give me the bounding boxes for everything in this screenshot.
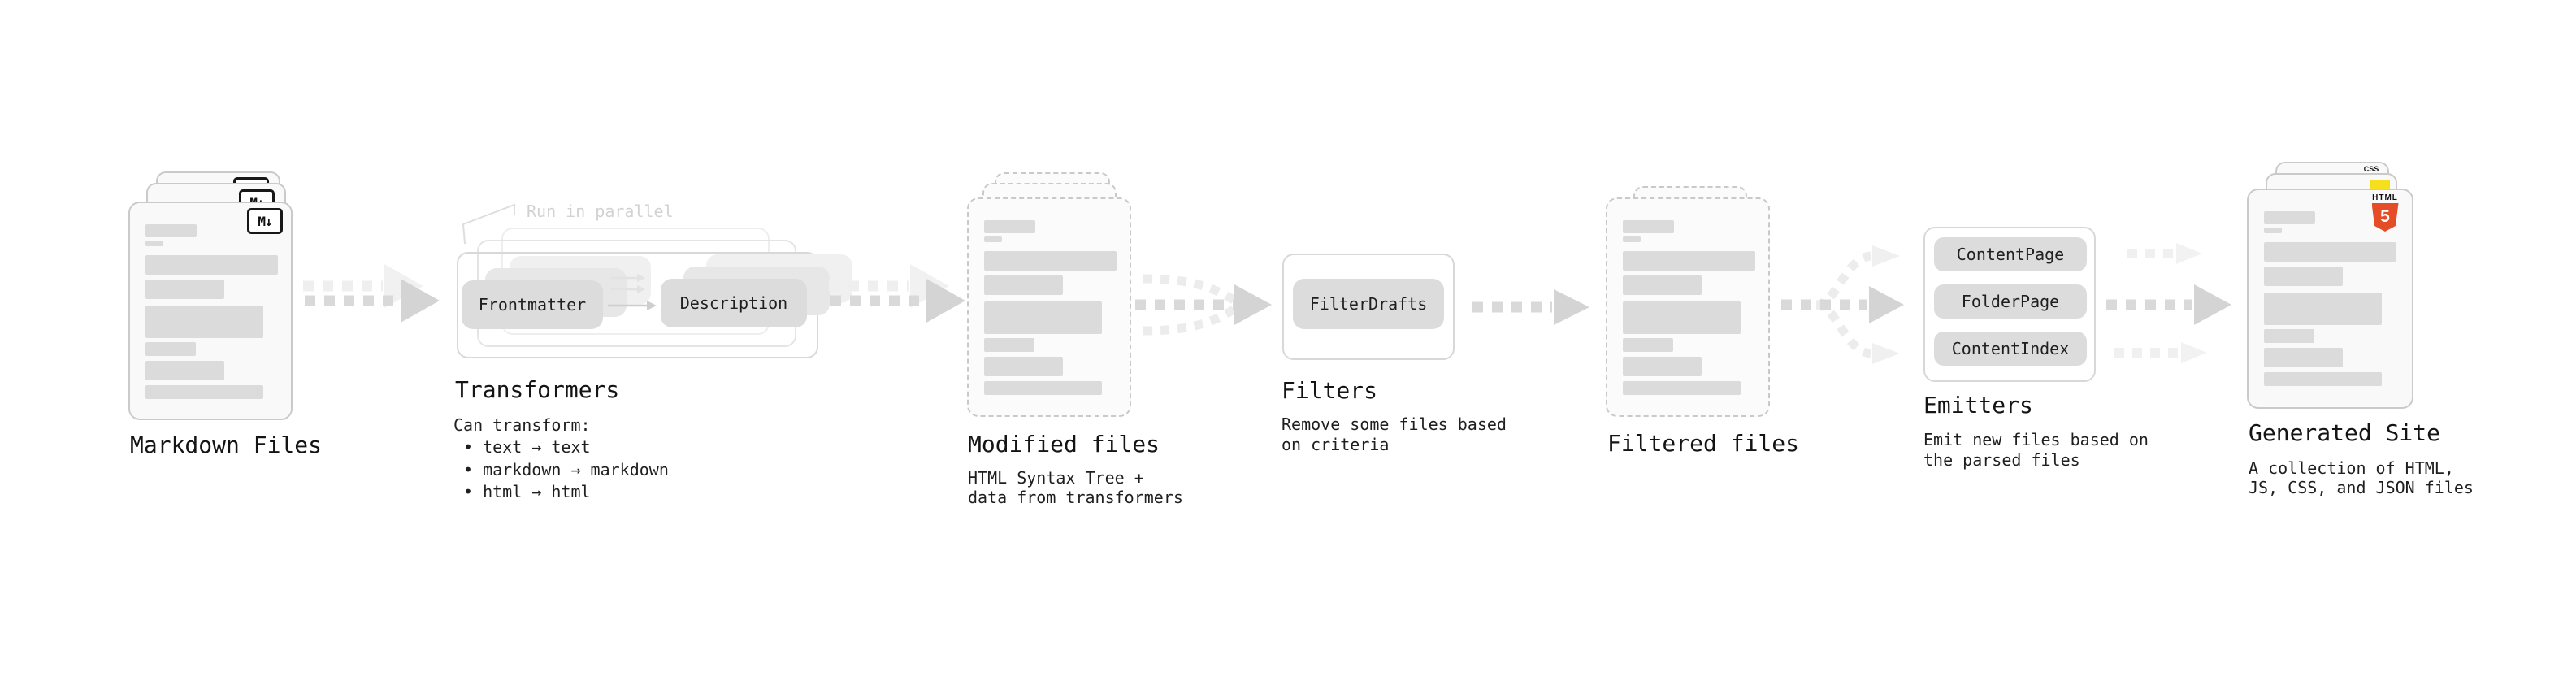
parallel-arrows-icon	[608, 274, 657, 310]
text-line-placeholder	[984, 236, 1002, 242]
filters-title: Filters	[1281, 377, 1378, 404]
folderpage-emitter-button: FolderPage	[1934, 284, 2087, 319]
text-line-placeholder	[1623, 251, 1755, 271]
filters-desc: Remove some files based	[1281, 414, 1507, 434]
transformers-title: Transformers	[455, 376, 620, 403]
html-file-card: HTML 5	[2247, 189, 2413, 409]
text-line-placeholder	[1623, 236, 1641, 242]
text-line-placeholder	[1623, 357, 1702, 376]
text-line-placeholder	[2264, 228, 2282, 233]
emitters-title: Emitters	[1923, 392, 2033, 419]
markdown-files-title: Markdown Files	[130, 432, 323, 458]
emitters-desc: the parsed files	[1923, 450, 2080, 470]
modified-files-desc: data from transformers	[968, 488, 1183, 507]
arrow-markdown-to-transformers	[303, 264, 440, 323]
generated-site-desc: A collection of HTML,	[2249, 458, 2454, 478]
text-line-placeholder	[145, 241, 163, 246]
emitters-desc: Emit new files based on	[1923, 430, 2149, 449]
text-line-placeholder	[2264, 242, 2396, 262]
text-line-placeholder	[1623, 338, 1673, 352]
modified-file-card-front	[967, 197, 1131, 417]
html5-icon: HTML 5	[2366, 193, 2404, 232]
frontmatter-transformer-button: Frontmatter	[462, 280, 603, 329]
arrows-emitters-to-generated	[2106, 243, 2231, 363]
arrow-transformers-to-modified	[829, 264, 965, 323]
text-line-placeholder	[984, 381, 1102, 395]
filterdrafts-filter-button: FilterDrafts	[1293, 279, 1444, 329]
text-line-placeholder	[2264, 348, 2343, 367]
text-line-placeholder	[2264, 293, 2382, 325]
modified-files-title: Modified files	[968, 431, 1160, 458]
arrow-filters-to-filtered	[1472, 289, 1589, 325]
transformers-bullet: • markdown → markdown	[463, 460, 669, 479]
transformers-bullet: • text → text	[463, 437, 591, 457]
text-line-placeholder	[145, 280, 224, 299]
text-line-placeholder	[145, 342, 196, 356]
text-line-placeholder	[984, 275, 1063, 295]
text-line-placeholder	[2264, 329, 2314, 343]
text-line-placeholder	[2264, 211, 2315, 224]
text-line-placeholder	[145, 224, 197, 237]
emitters-container	[1923, 227, 2096, 382]
text-line-placeholder	[984, 220, 1035, 233]
generated-site-title: Generated Site	[2249, 419, 2441, 446]
description-transformer-button: Description	[661, 279, 807, 327]
text-line-placeholder	[984, 301, 1102, 334]
modified-files-desc: HTML Syntax Tree +	[968, 468, 1144, 488]
text-line-placeholder	[145, 255, 278, 275]
run-in-parallel-callout-line	[462, 203, 515, 245]
transformers-desc-heading: Can transform:	[453, 415, 591, 435]
text-line-placeholder	[1623, 220, 1674, 233]
filters-desc: on criteria	[1281, 435, 1390, 454]
transformers-bullet: • html → html	[463, 482, 591, 501]
text-line-placeholder	[2264, 267, 2343, 286]
text-line-placeholder	[984, 357, 1063, 376]
arrow-fan-out-filtered-to-emitters	[1781, 245, 1904, 364]
filtered-files-title: Filtered files	[1607, 430, 1800, 457]
text-line-placeholder	[984, 251, 1117, 271]
run-in-parallel-note: Run in parallel	[527, 202, 674, 221]
text-line-placeholder	[145, 306, 263, 338]
text-line-placeholder	[1623, 275, 1702, 295]
arrow-fan-in-modified-to-filters	[1135, 274, 1272, 336]
text-line-placeholder	[2264, 372, 2382, 386]
markdown-file-card-front: M↓	[128, 202, 293, 420]
filtered-file-card-front	[1606, 197, 1770, 417]
filters-container	[1282, 254, 1455, 360]
contentindex-emitter-button: ContentIndex	[1934, 332, 2087, 366]
text-line-placeholder	[145, 385, 263, 399]
generated-site-desc: JS, CSS, and JSON files	[2249, 478, 2474, 497]
text-line-placeholder	[1623, 301, 1741, 334]
js-icon	[2370, 180, 2390, 190]
text-line-placeholder	[984, 338, 1034, 352]
markdown-icon: M↓	[247, 208, 283, 234]
text-line-placeholder	[145, 361, 224, 380]
text-line-placeholder	[1623, 381, 1741, 395]
contentpage-emitter-button: ContentPage	[1934, 237, 2087, 271]
